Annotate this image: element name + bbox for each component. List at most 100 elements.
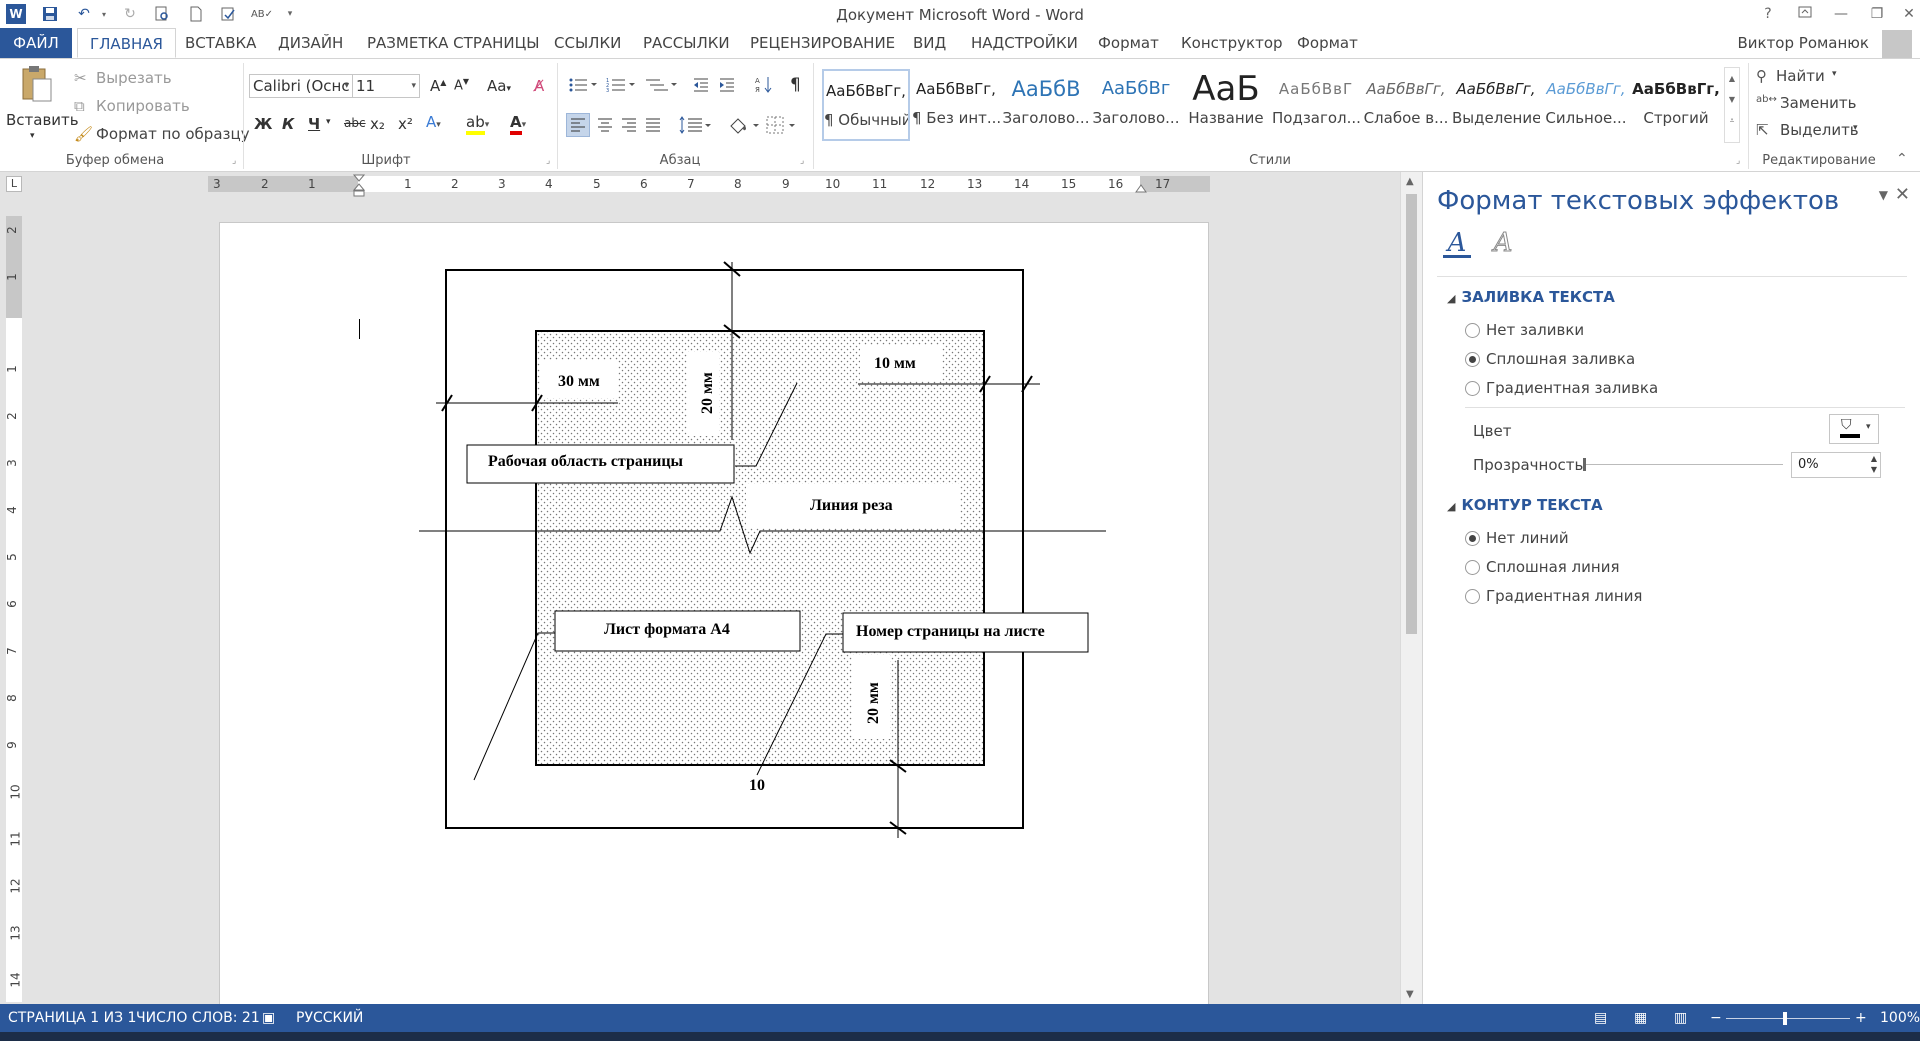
radio-no-fill[interactable]: Нет заливки (1465, 320, 1584, 340)
text-effects-tab[interactable]: A (1493, 228, 1513, 259)
radio-button[interactable] (1465, 588, 1480, 604)
bullets-icon[interactable] (568, 77, 598, 97)
outline-section-header[interactable]: ◢КОНТУР ТЕКСТА (1447, 496, 1603, 514)
decrease-indent-icon[interactable] (692, 77, 710, 97)
zoom-slider[interactable] (1726, 1018, 1850, 1019)
align-left-icon[interactable] (566, 113, 590, 137)
more-styles-icon[interactable]: ⩡ (1729, 116, 1735, 125)
scroll-up-icon[interactable]: ▲ (1406, 176, 1414, 187)
web-layout-icon[interactable]: ▥ (1674, 1010, 1688, 1026)
grow-font-icon[interactable]: A▲ (430, 77, 447, 95)
minimize-button[interactable]: — (1834, 6, 1848, 22)
language[interactable]: РУССКИЙ (296, 1010, 364, 1026)
style-strong[interactable]: АаБбВвГг, Строгий (1632, 69, 1720, 141)
pane-options-icon[interactable]: ▼ (1878, 188, 1888, 202)
right-indent-marker-icon[interactable] (1135, 180, 1147, 198)
multilevel-list-icon[interactable] (644, 77, 678, 97)
chevron-down-icon[interactable]: ▾ (326, 117, 331, 127)
paste-button[interactable]: Вставить (6, 111, 79, 129)
tab-addins[interactable]: НАДСТРОЙКИ (971, 34, 1078, 52)
radio-solid-fill[interactable]: Сплошная заливка (1465, 349, 1635, 369)
style-no-spacing[interactable]: АаБбВвГг, ¶ Без инт... (912, 69, 1000, 141)
chevron-down-icon[interactable]: ▼ (1728, 95, 1736, 104)
style-intense-emphasis[interactable]: АаБбВвГг, Сильное... (1542, 69, 1630, 141)
tab-constructor[interactable]: Конструктор (1181, 34, 1283, 52)
tab-format-2[interactable]: Формат (1297, 34, 1358, 52)
chevron-up-icon[interactable]: ▲ (1728, 74, 1736, 83)
color-picker-button[interactable]: ⛉ ▾ (1829, 414, 1879, 444)
radio-gradient-fill[interactable]: Градиентная заливка (1465, 378, 1658, 398)
styles-dialog-launcher-icon[interactable]: ⌟ (1736, 156, 1741, 166)
user-name[interactable]: Виктор Романюк (1737, 34, 1869, 52)
chevron-down-icon[interactable]: ▾ (1832, 69, 1837, 79)
replace-button[interactable]: Заменить (1780, 94, 1857, 112)
tab-selector[interactable]: L (6, 176, 22, 192)
show-formatting-marks-icon[interactable]: ¶ (790, 75, 801, 95)
radio-button[interactable] (1465, 380, 1480, 396)
help-button[interactable]: ? (1764, 6, 1772, 22)
radio-button[interactable] (1465, 530, 1480, 546)
zoom-in-button[interactable]: + (1855, 1010, 1867, 1026)
font-name-combo[interactable]: Calibri (Оснс▾ (249, 74, 353, 98)
redo-icon[interactable]: ↻ (124, 6, 136, 22)
print-layout-icon[interactable]: ▦ (1634, 1010, 1648, 1026)
proofing-icon[interactable]: ▣ (262, 1010, 276, 1026)
zoom-slider-thumb[interactable] (1783, 1012, 1787, 1025)
tab-insert[interactable]: ВСТАВКА (185, 34, 257, 52)
slider-thumb[interactable] (1583, 458, 1586, 471)
font-color-icon[interactable]: A▾ (510, 113, 526, 135)
radio-no-line[interactable]: Нет линий (1465, 528, 1569, 548)
style-normal[interactable]: АаБбВвГг, ¶ Обычный (822, 69, 910, 141)
cut-button[interactable]: Вырезать (96, 69, 172, 87)
tab-mailings[interactable]: РАССЫЛКИ (643, 34, 730, 52)
tab-view[interactable]: ВИД (913, 34, 947, 52)
zoom-level[interactable]: 100% (1880, 1010, 1920, 1026)
text-fill-outline-tab[interactable]: A (1443, 228, 1471, 258)
zoom-out-button[interactable]: − (1710, 1010, 1722, 1026)
radio-button[interactable] (1465, 351, 1480, 367)
vertical-ruler[interactable]: 2 1 1 2 3 4 5 6 7 8 9 10 11 12 13 14 (0, 198, 26, 1004)
style-title[interactable]: АаБ Название (1182, 69, 1270, 141)
paste-icon[interactable] (20, 65, 54, 103)
increase-indent-icon[interactable] (718, 77, 736, 97)
highlight-color-icon[interactable]: ab▾ (466, 113, 489, 135)
find-button[interactable]: Найти (1776, 67, 1825, 85)
shading-icon[interactable] (726, 114, 760, 140)
style-emphasis[interactable]: АаБбВвГг, Выделение (1452, 69, 1540, 141)
page-count[interactable]: СТРАНИЦА 1 ИЗ 1 (8, 1010, 137, 1026)
clear-formatting-icon[interactable]: A̸ (534, 77, 545, 95)
tab-design[interactable]: ДИЗАЙН (278, 34, 344, 52)
collapse-ribbon-icon[interactable]: ⌃ (1896, 151, 1908, 167)
superscript-button[interactable]: x² (398, 115, 413, 133)
tab-home[interactable]: ГЛАВНАЯ (77, 28, 176, 58)
spinner-icon[interactable]: ▲▼ (1870, 454, 1877, 474)
line-spacing-icon[interactable] (678, 114, 712, 140)
text-effects-icon[interactable]: A▾ (426, 113, 441, 131)
close-icon[interactable]: ✕ (1894, 184, 1910, 205)
justify-icon[interactable] (642, 114, 664, 140)
scroll-down-icon[interactable]: ▼ (1406, 989, 1414, 1000)
horizontal-ruler[interactable]: L 3 2 1 1 2 3 4 5 6 7 8 9 10 11 12 13 14… (0, 172, 1400, 198)
undo-dropdown-icon[interactable]: ▾ (101, 9, 106, 19)
tab-review[interactable]: РЕЦЕНЗИРОВАНИЕ (750, 34, 896, 52)
styles-gallery-scroll[interactable]: ▲ ▼ ⩡ (1724, 67, 1740, 143)
word-count[interactable]: ЧИСЛО СЛОВ: 21 (136, 1010, 260, 1026)
radio-button[interactable] (1465, 322, 1480, 338)
borders-icon[interactable] (764, 114, 798, 140)
bold-button[interactable]: Ж (254, 115, 273, 133)
transparency-slider[interactable] (1583, 464, 1783, 465)
font-size-combo[interactable]: 11▾ (352, 74, 420, 98)
subscript-button[interactable]: x₂ (370, 115, 385, 133)
fill-section-header[interactable]: ◢ЗАЛИВКА ТЕКСТА (1447, 288, 1615, 306)
word-logo-icon[interactable]: W (6, 4, 26, 24)
avatar[interactable] (1882, 30, 1912, 58)
style-heading-2[interactable]: АаБбВг Заголово... (1092, 69, 1180, 141)
paste-dropdown-icon[interactable]: ▾ (30, 131, 35, 141)
customize-icon[interactable]: ▾ (287, 9, 293, 19)
italic-button[interactable]: К (282, 115, 295, 133)
undo-icon[interactable]: ↶ (78, 6, 90, 22)
clipboard-dialog-launcher-icon[interactable]: ⌟ (232, 156, 237, 166)
scrollbar-thumb[interactable] (1406, 194, 1417, 634)
